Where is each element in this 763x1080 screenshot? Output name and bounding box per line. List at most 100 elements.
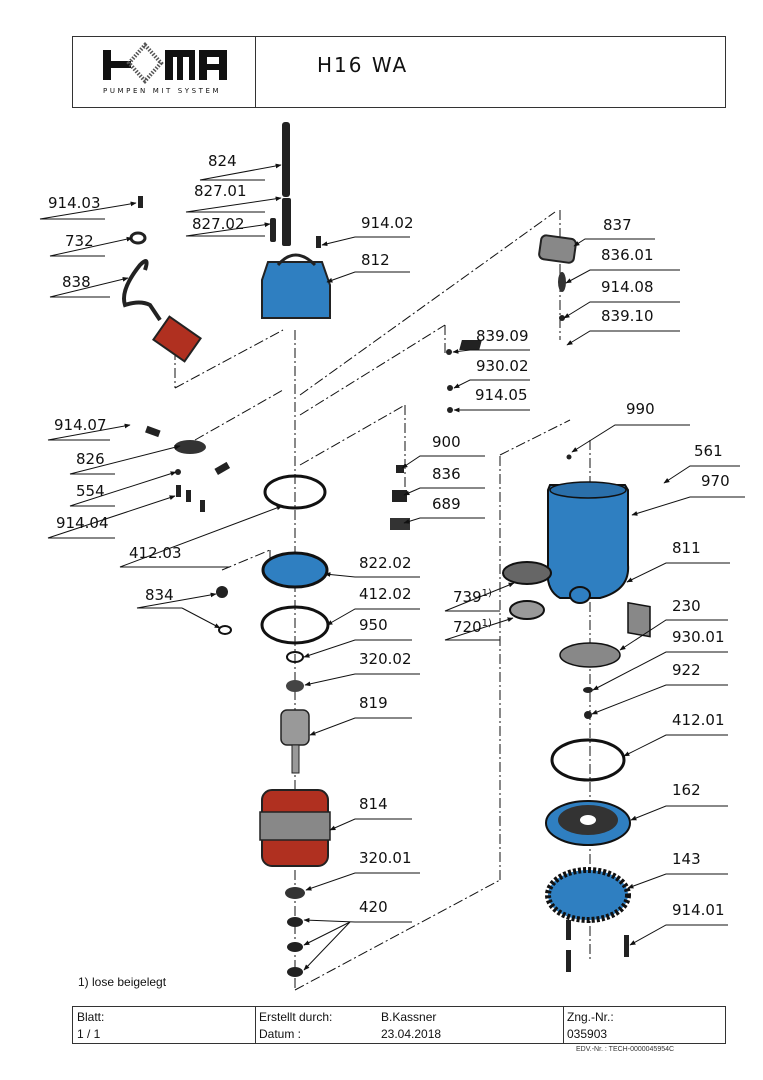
label-732: 732	[65, 232, 94, 250]
part-827-02	[270, 218, 276, 242]
label-819: 819	[359, 694, 388, 712]
part-914-03	[138, 196, 143, 208]
sheet-label: Blatt:	[77, 1010, 105, 1024]
leader-line	[592, 651, 728, 691]
leader-line	[49, 276, 129, 298]
label-914-01: 914.01	[672, 901, 725, 919]
edv-number: EDV.-Nr. : TECH-0000045954C	[576, 1046, 675, 1053]
leader-line	[181, 607, 221, 629]
label-420: 420	[359, 898, 388, 916]
label-320-01: 320.01	[359, 849, 412, 867]
label-824: 824	[208, 152, 237, 170]
part-950	[286, 651, 304, 663]
label-836-01: 836.01	[601, 246, 654, 264]
label-822-02: 822.02	[359, 554, 412, 572]
leader-line	[309, 717, 412, 736]
logo: PUMPEN MIT SYSTEM	[73, 37, 256, 107]
part-970	[627, 601, 651, 638]
created-by-label: Erstellt durch:	[259, 1010, 333, 1024]
leader-line	[305, 872, 420, 891]
leader-line	[329, 818, 412, 831]
leader-line	[49, 236, 133, 257]
leader-line	[626, 562, 730, 583]
label-950: 950	[359, 616, 388, 634]
leader-line	[303, 639, 412, 658]
part-930-02	[447, 385, 453, 391]
drawing-number-label: Zng.-Nr.:	[567, 1010, 614, 1024]
part-914-02	[316, 236, 321, 248]
leader-line	[185, 222, 271, 237]
part-320-02	[286, 680, 304, 692]
leader-line	[401, 455, 485, 469]
leader-line	[444, 617, 514, 641]
footer-author-cell: Erstellt durch: B.Kassner Datum : 23.04.…	[255, 1007, 564, 1043]
part-320-01	[285, 887, 305, 899]
part-689	[390, 518, 410, 530]
part-827-01	[282, 198, 291, 246]
title-block-footer: Blatt: 1 / 1 Erstellt durch: B.Kassner D…	[72, 1006, 726, 1044]
leader-line	[136, 592, 217, 609]
part-836-01	[558, 272, 566, 292]
leader-line	[591, 684, 728, 715]
leader-line	[403, 517, 485, 524]
label-827-02: 827.02	[192, 215, 245, 233]
label-839-09: 839.09	[476, 327, 529, 345]
label-143: 143	[672, 850, 701, 868]
part-838-cable	[122, 259, 162, 322]
part-838-float	[152, 315, 202, 363]
label-811: 811	[672, 539, 701, 557]
homa-logo-icon	[103, 41, 227, 85]
part-824	[282, 122, 290, 197]
leader-line	[321, 236, 410, 247]
label-554: 554	[76, 482, 105, 500]
part-732	[129, 231, 147, 245]
leader-line	[631, 496, 745, 516]
label-814: 814	[359, 795, 388, 813]
label-230: 230	[672, 597, 701, 615]
label-930-01: 930.01	[672, 628, 725, 646]
part-914-01-b	[624, 935, 629, 957]
label-914-07: 914.07	[54, 416, 107, 434]
leader-line	[303, 921, 351, 946]
part-930-01	[583, 687, 593, 693]
footnote: 1) lose beigelegt	[78, 975, 167, 989]
part-412-03	[263, 474, 327, 510]
leader-line	[571, 424, 690, 453]
part-836	[392, 490, 407, 502]
date-label: Datum :	[259, 1027, 302, 1041]
part-839-09	[446, 349, 452, 355]
part-826	[174, 440, 206, 454]
leader-line	[326, 608, 420, 626]
part-420-b	[287, 942, 303, 952]
leader-line	[619, 619, 728, 651]
part-837	[538, 234, 577, 264]
part-914-01-a	[566, 920, 571, 940]
leader-line	[39, 201, 137, 220]
leader-line	[623, 734, 728, 757]
leader-line	[629, 924, 728, 946]
part-420-c	[287, 967, 303, 977]
leader-line	[324, 572, 420, 578]
footer-drawing-no-cell: Zng.-Nr.: 035903	[563, 1007, 727, 1043]
part-822-02	[261, 551, 329, 589]
leader-line	[303, 921, 351, 971]
leader-line	[663, 465, 740, 484]
label-320-02: 320.02	[359, 650, 412, 668]
leader-line	[303, 917, 412, 923]
title-block-header: PUMPEN MIT SYSTEM H16 WA	[72, 36, 726, 108]
part-230	[559, 642, 621, 668]
created-by-value: B.Kassner	[381, 1010, 437, 1024]
part-412-01	[550, 738, 626, 782]
label-812: 812	[361, 251, 390, 269]
label-162: 162	[672, 781, 701, 799]
part-922	[584, 711, 592, 719]
part-811	[546, 484, 630, 599]
label-720: 7201)	[453, 618, 492, 636]
part-990	[566, 454, 572, 460]
label-930-02: 930.02	[476, 357, 529, 375]
sheet-value: 1 / 1	[77, 1027, 101, 1041]
part-819	[280, 709, 310, 746]
leader-line	[630, 805, 728, 821]
label-412-03: 412.03	[129, 544, 182, 562]
